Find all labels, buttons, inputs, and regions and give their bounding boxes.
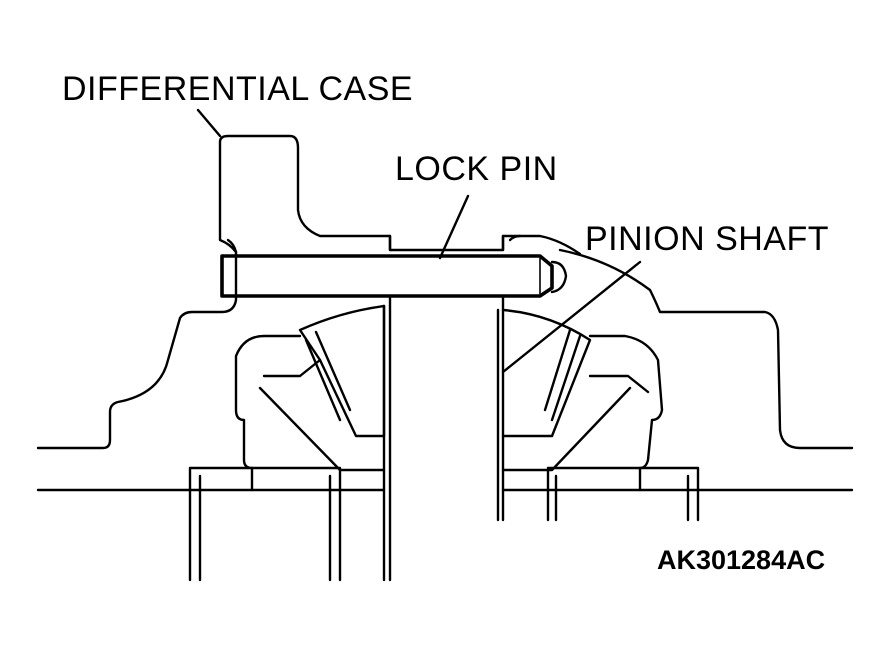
lock-pin-label: LOCK PIN: [395, 150, 558, 188]
axle-housing-left: [188, 466, 342, 582]
left-pinion-gear: [298, 304, 386, 438]
pinion-shaft-label: PINION SHAFT: [585, 220, 830, 258]
lock-pin-body: [220, 254, 554, 298]
pin-hole-notch-right: [508, 234, 522, 242]
left-gear-teeth: [304, 330, 352, 422]
leader-differential-case: [196, 108, 222, 138]
axle-housing-right: [546, 466, 700, 522]
leader-lock-pin: [438, 194, 470, 260]
right-pinion-gear: [501, 308, 592, 438]
right-side-gear-outline: [588, 334, 664, 492]
figure-code: AK301284AC: [657, 545, 826, 575]
left-gear-cone: [258, 386, 386, 472]
right-gear-teeth: [543, 328, 582, 422]
lock-pin-tip: [550, 260, 568, 294]
differential-case-label: DIFFERENTIAL CASE: [62, 70, 414, 108]
pin-hole-notch-left: [226, 238, 238, 254]
leader-pinion-shaft: [501, 260, 642, 374]
right-gear-cone: [501, 386, 632, 472]
case-right-outline: [558, 248, 854, 450]
